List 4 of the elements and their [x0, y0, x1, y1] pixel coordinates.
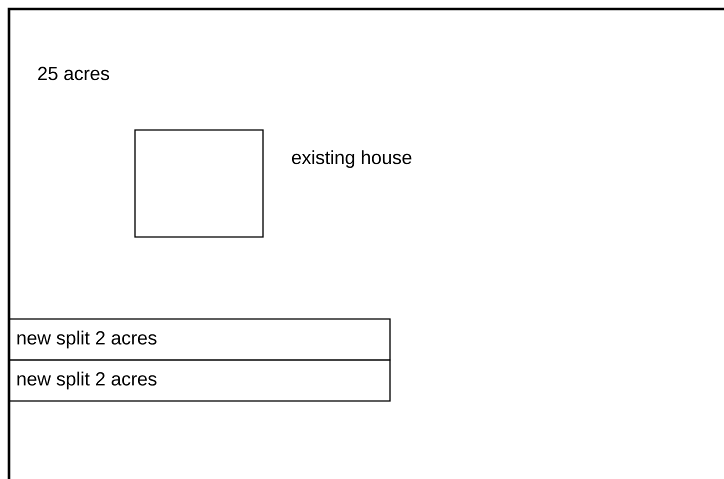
- lot-box: new split 2 acres: [8, 359, 391, 402]
- lot-box: new split 2 acres: [8, 318, 391, 361]
- house-box: [134, 129, 264, 238]
- house-label: existing house: [292, 150, 412, 168]
